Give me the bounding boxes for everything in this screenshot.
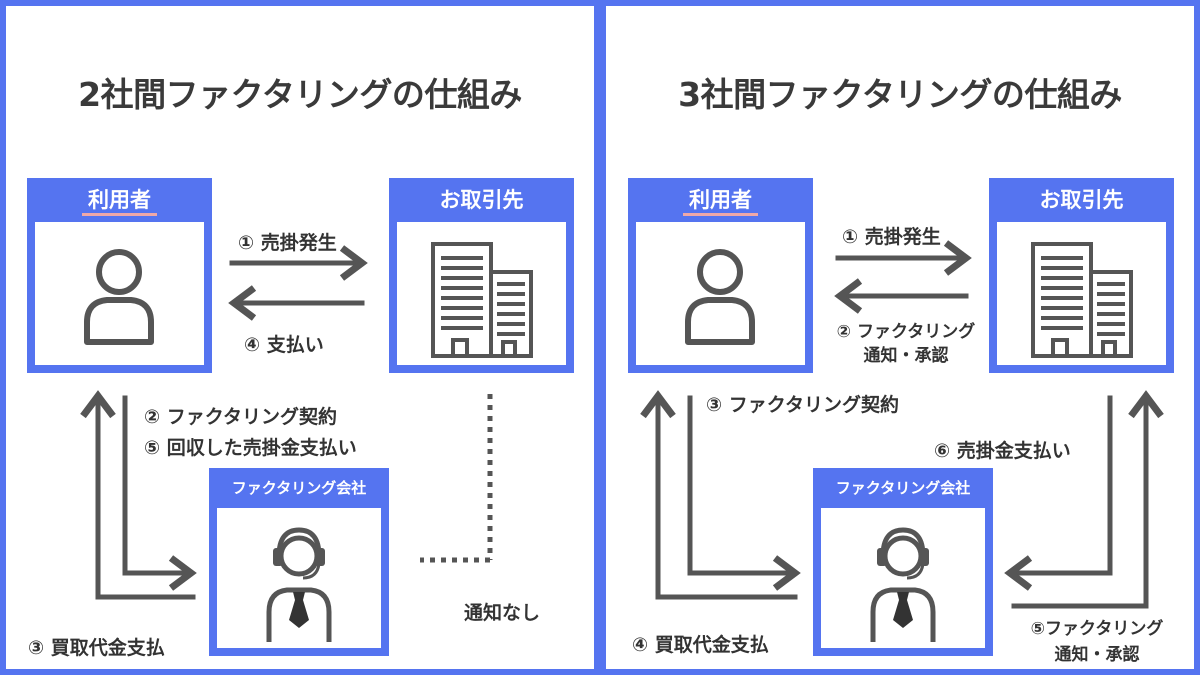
flow-arrows [640, 240, 1164, 609]
step6-label: ⑥ 売掛金支払い [934, 440, 1071, 462]
client-box: お取引先 [989, 178, 1174, 373]
no-notice-label: 通知なし [464, 602, 541, 624]
step5-line1: ⑤ファクタリング [1030, 619, 1164, 639]
factoring-company-box: ファクタリング会社 [813, 468, 993, 656]
step2-label: ② ファクタリング 通知・承認 [821, 320, 991, 368]
user-label: 利用者 [683, 178, 758, 222]
building-icon [1031, 242, 1133, 358]
step2-line2: 通知・承認 [863, 346, 949, 366]
step5-label: ⑤ファクタリング 通知・承認 [1008, 616, 1186, 668]
building-icon [431, 242, 533, 358]
person-icon [84, 249, 154, 345]
client-box-body [997, 222, 1166, 365]
user-box: 利用者 [27, 178, 212, 373]
step5-line2: 通知・承認 [1054, 645, 1140, 665]
factor-box-body [821, 508, 985, 648]
flow-arrows [80, 245, 493, 600]
three-party-panel: 3社間ファクタリングの仕組み 利用者 お取引先 [606, 6, 1194, 669]
operator-headset-icon [870, 527, 936, 642]
client-box: お取引先 [389, 178, 574, 373]
step3-label: ③ 買取代金支払 [28, 637, 165, 659]
client-label: お取引先 [1039, 188, 1124, 212]
step5-label: ⑤ 回収した売掛金支払い [144, 437, 357, 459]
two-party-panel: 2社間ファクタリングの仕組み 利用者 お取引先 [6, 6, 594, 669]
step1-label: ① 売掛発生 [842, 226, 941, 248]
step3-label: ③ ファクタリング契約 [706, 394, 899, 416]
user-box-body [35, 222, 204, 365]
step4-label: ④ 支払い [244, 334, 324, 356]
step4-label: ④ 買取代金支払 [632, 634, 769, 656]
factoring-company-box: ファクタリング会社 [209, 468, 389, 656]
step2-label: ② ファクタリング契約 [144, 406, 337, 428]
step1-label: ① 売掛発生 [238, 232, 337, 254]
client-box-body [397, 222, 566, 365]
step2-line1: ② ファクタリング [836, 322, 976, 342]
user-box: 利用者 [628, 178, 813, 373]
factor-label: ファクタリング会社 [835, 479, 971, 497]
factor-box-body [217, 508, 381, 648]
operator-headset-icon [266, 527, 332, 642]
person-icon [685, 249, 755, 345]
user-label: 利用者 [82, 178, 157, 222]
client-label: お取引先 [439, 188, 524, 212]
factor-label: ファクタリング会社 [231, 479, 367, 497]
user-box-body [636, 222, 805, 365]
